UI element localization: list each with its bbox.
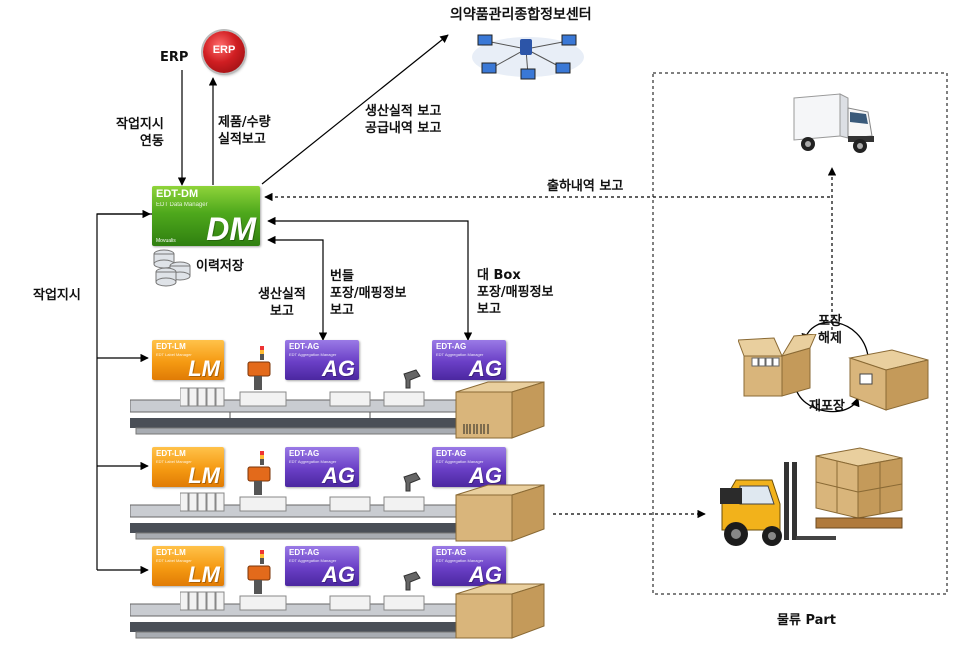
closed-box-icon	[848, 349, 929, 411]
lm-module: EDT-LM EDT Label Manager LM	[152, 340, 224, 380]
erp-badge-text: ERP	[212, 44, 236, 56]
dm-to-center-arrow	[261, 34, 449, 185]
box-icon	[455, 484, 545, 542]
repack-arrow	[794, 384, 860, 413]
bundle-boxes	[180, 387, 425, 407]
ag-module: EDT-AG EDT Aggregation Manager AG	[285, 546, 359, 586]
center-title: 의약품관리종합정보센터	[450, 7, 592, 23]
dm-module-title: EDT-DM	[156, 188, 199, 200]
barcode-scanner-icon	[403, 472, 421, 492]
printer-icon	[247, 346, 271, 390]
barcode-scanner-icon	[403, 369, 421, 389]
shipment-report-label: 출하내역 보고	[547, 179, 624, 194]
network-icon	[472, 34, 584, 80]
dm-module-logo: DM	[206, 211, 256, 246]
dm-module-subtitle: EDT Data Manager	[156, 202, 208, 208]
bundle-boxes	[180, 492, 425, 512]
lm-module: EDT-LM EDT Label Manager LM	[152, 546, 224, 586]
ag-module-bigbox: EDT-AG EDT Aggregation Manager AG	[432, 340, 506, 380]
open-box-icon	[738, 334, 817, 397]
truck-icon	[793, 93, 874, 153]
dm-module-vendor: Movualis	[156, 238, 176, 244]
ag-module: EDT-AG EDT Aggregation Manager AG	[285, 447, 359, 487]
logistics-boundary	[652, 72, 948, 595]
work-order-label: 작업지시	[33, 288, 81, 303]
dm-module: EDT-DM EDT Data Manager DM Movualis	[152, 186, 260, 246]
logistics-part-label: 물류 Part	[777, 613, 837, 628]
production-line-3: EDT-LM EDT Label Manager LM EDT-AG EDT A…	[130, 546, 550, 646]
erp-badge-icon: ERP	[203, 31, 245, 73]
unpack-arrow	[801, 321, 869, 357]
printer-icon	[247, 451, 271, 495]
database-icon	[153, 249, 191, 287]
production-line-2: EDT-LM EDT Label Manager LM EDT-AG EDT A…	[130, 447, 550, 547]
ag-module-bigbox: EDT-AG EDT Aggregation Manager AG	[432, 447, 506, 487]
box-icon	[455, 583, 545, 639]
ag-module: EDT-AG EDT Aggregation Manager AG	[285, 340, 359, 380]
forklift-icon	[720, 462, 836, 546]
bundle-boxes	[180, 591, 425, 611]
barcode-scanner-icon	[403, 571, 421, 591]
history-storage-label: 이력저장	[196, 259, 244, 274]
printer-icon	[247, 550, 271, 594]
box-icon	[455, 381, 545, 439]
lm-module: EDT-LM EDT Label Manager LM	[152, 447, 224, 487]
pallet-icon	[815, 447, 903, 529]
ag-module-bigbox: EDT-AG EDT Aggregation Manager AG	[432, 546, 506, 586]
production-line-1: EDT-LM EDT Label Manager LM EDT-AG EDT A…	[130, 340, 550, 440]
ag-bigbox-link	[267, 216, 473, 341]
erp-label: ERP	[160, 50, 189, 65]
repack-label: 재포장	[809, 399, 845, 414]
